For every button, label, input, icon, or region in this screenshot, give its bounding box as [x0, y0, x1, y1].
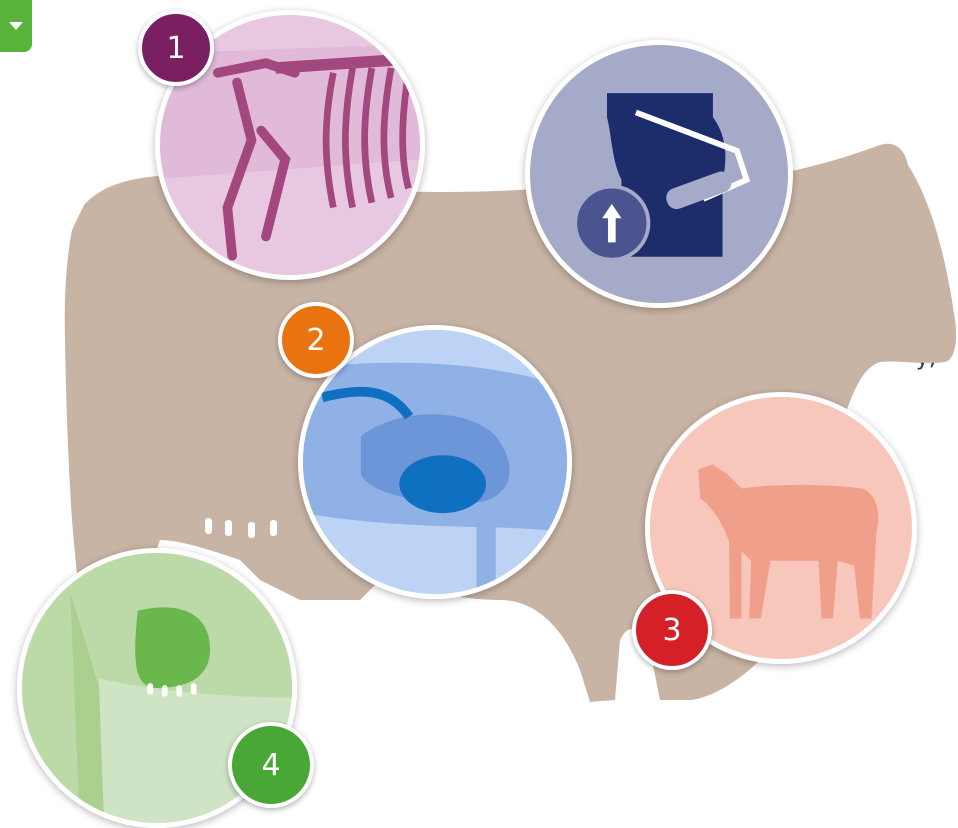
digestive-illustration [303, 330, 567, 594]
badge-2[interactable]: 2 [278, 302, 354, 378]
milk-yield-circle[interactable] [525, 40, 793, 308]
badge-1[interactable]: 1 [138, 10, 214, 86]
badge-4[interactable]: 4 [228, 722, 314, 808]
milk-can-illustration [530, 45, 788, 303]
badge-3[interactable]: 3 [632, 590, 712, 670]
